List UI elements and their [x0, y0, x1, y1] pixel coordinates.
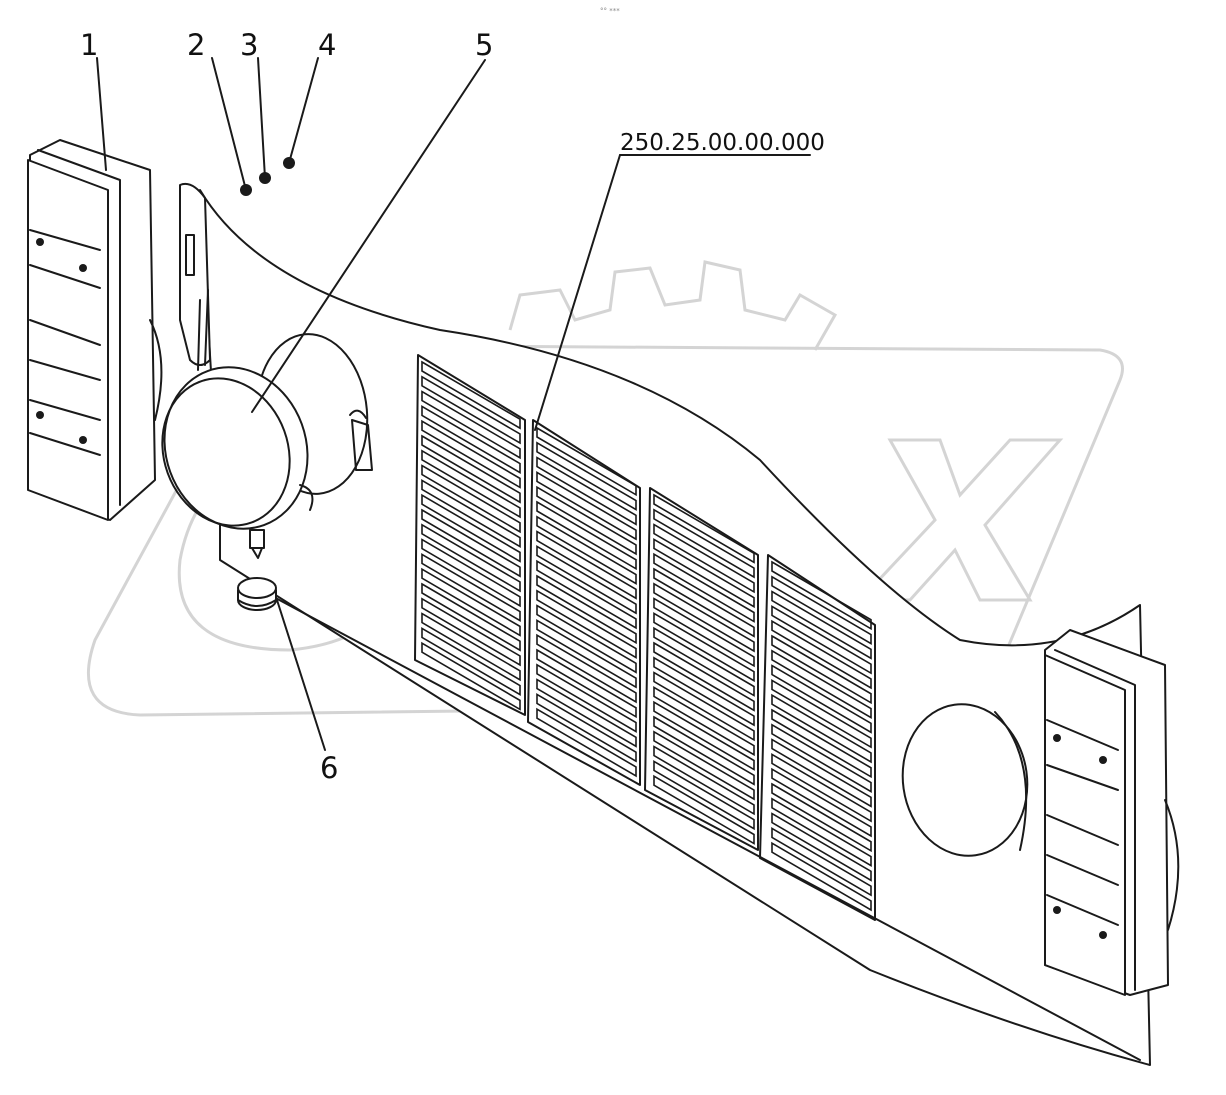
- louver-slot: [653, 745, 755, 816]
- louver-slot: [771, 723, 872, 793]
- louver-slot: [653, 774, 755, 845]
- louver-slot: [536, 589, 637, 659]
- right-housing: [1044, 629, 1180, 996]
- louver-slot: [653, 523, 755, 594]
- louver-slot: [771, 797, 872, 867]
- louver-slot: [536, 707, 637, 778]
- louver-slot: [653, 686, 755, 757]
- louver-slot: [421, 612, 521, 682]
- louver-frames: [414, 354, 876, 921]
- louver-slot: [653, 493, 755, 564]
- callout-1: 1: [80, 28, 98, 62]
- bushing: [237, 577, 277, 611]
- louver-slot: [653, 656, 755, 727]
- assembly-code-label: 250.25.00.00.000: [620, 130, 825, 156]
- louver-slot: [653, 760, 755, 831]
- louver-slot: [771, 812, 872, 882]
- louver-slot: [421, 523, 521, 593]
- louver-slot: [771, 634, 872, 705]
- right-lamp-opening: [901, 703, 1029, 857]
- louver-slot: [653, 715, 755, 786]
- louver-slot: [536, 604, 637, 674]
- louver-slot: [536, 619, 637, 689]
- louver-slot: [536, 545, 637, 615]
- callout-4: 4: [318, 28, 336, 62]
- callout-2: 2: [187, 28, 205, 62]
- louver-slot: [536, 678, 637, 748]
- louver-slot: [536, 663, 637, 733]
- louver-slot: [653, 567, 755, 638]
- louver-slot: [536, 559, 637, 630]
- louver-slot: [771, 738, 872, 808]
- louver-slot: [536, 530, 637, 600]
- louver-slot: [536, 500, 637, 571]
- louver-slot: [421, 434, 521, 504]
- louver-slot: [421, 567, 521, 637]
- louver-slot: [421, 360, 521, 430]
- louver-slot: [421, 375, 521, 445]
- louver-slot: [536, 441, 637, 511]
- louver-slot: [771, 708, 872, 779]
- louver-slot: [771, 767, 872, 838]
- louver-slot: [536, 515, 637, 585]
- louver-slot: [771, 782, 872, 853]
- louver-slot: [653, 552, 755, 623]
- louver-slot: [653, 597, 755, 668]
- header-mark: °° ***: [600, 7, 620, 15]
- left-housing: [27, 139, 163, 521]
- louver-slot: [536, 633, 637, 704]
- louver-slot: [771, 827, 872, 897]
- louver-slot: [536, 471, 637, 541]
- louver-slot: [653, 700, 755, 771]
- louver-slot: [653, 671, 755, 742]
- louver-slot: [421, 390, 521, 460]
- louver-slot: [536, 693, 637, 763]
- lamp-bracket: [179, 182, 211, 366]
- louver-slot: [653, 508, 755, 579]
- callout-5: 5: [475, 28, 493, 62]
- louver-slot: [421, 582, 521, 652]
- leader-lines: [96, 57, 811, 751]
- louver-slot: [771, 649, 872, 719]
- louver-slot: [653, 641, 755, 712]
- louver-slot: [536, 456, 637, 526]
- louver-slots: [421, 360, 872, 912]
- louver-slot: [421, 597, 521, 667]
- louver-slot: [421, 464, 521, 534]
- louver-slot: [653, 538, 755, 609]
- louver-slot: [421, 419, 521, 489]
- louver-slot: [653, 730, 755, 801]
- louver-slot: [771, 664, 872, 734]
- louver-slot: [653, 612, 755, 683]
- louver-slot: [653, 582, 755, 653]
- louver-slot: [421, 627, 521, 696]
- louver-slot: [536, 574, 637, 645]
- louver-slot: [421, 493, 521, 563]
- louver-slot: [421, 508, 521, 578]
- louver-slot: [771, 619, 872, 690]
- louver-slot: [653, 626, 755, 697]
- louver-slot: [421, 449, 521, 519]
- louver-slot: [536, 426, 637, 497]
- headlamp: [161, 289, 314, 559]
- louver-slot: [771, 841, 872, 912]
- callout-3: 3: [240, 28, 258, 62]
- louver-slot: [771, 679, 872, 749]
- callout-6: 6: [320, 751, 338, 785]
- louver-slot: [421, 405, 521, 474]
- louver-slot: [771, 693, 872, 764]
- louver-slot: [421, 538, 521, 608]
- louver-slot: [536, 485, 637, 556]
- louver-slot: [771, 590, 872, 660]
- louver-slot: [771, 605, 872, 675]
- louver-slot: [421, 641, 521, 711]
- louver-slot: [536, 648, 637, 719]
- louver-slot: [421, 479, 521, 548]
- louver-slot: [771, 575, 872, 645]
- louver-slot: [421, 553, 521, 622]
- louver-slot: [771, 753, 872, 823]
